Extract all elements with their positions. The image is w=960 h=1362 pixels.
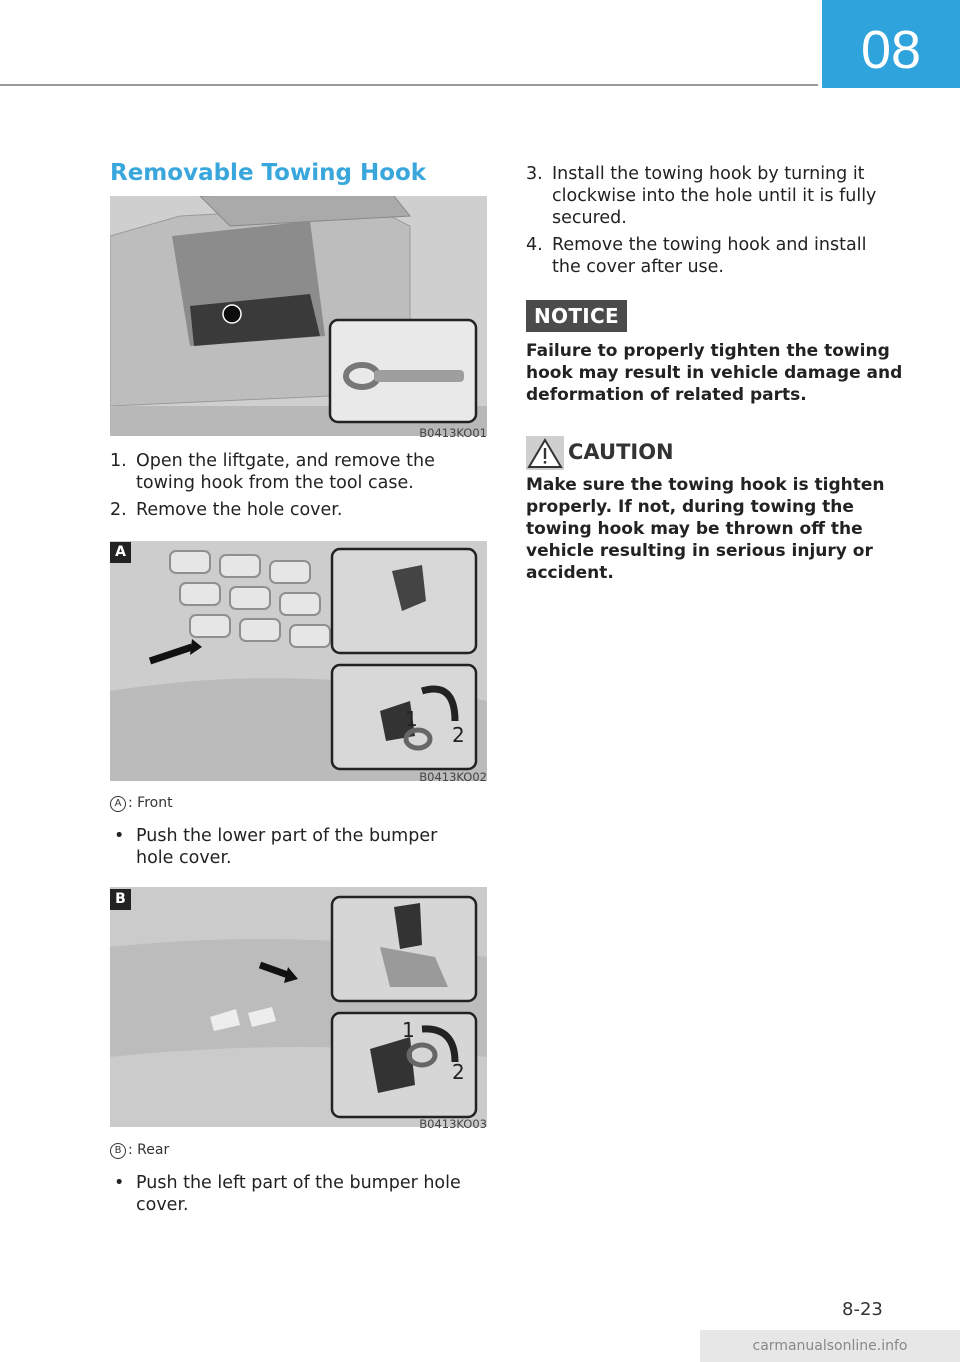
notice-text: Failure to properly tighten the towing h… [526, 341, 903, 405]
bullet-dot: • [114, 1173, 125, 1193]
step-text: Remove the hole cover. [136, 500, 343, 520]
bullet-text: Push the lower part of the bumper hole c… [136, 826, 438, 868]
step-number: 2. [110, 500, 127, 520]
chapter-tab: 08 [822, 0, 960, 88]
warning-triangle-icon [526, 436, 564, 470]
callout-2: 2 [452, 1060, 465, 1084]
notice-tag: NOTICE [526, 300, 627, 332]
step-text: Install the towing hook by turning it cl… [552, 164, 877, 228]
page-number: 8-23 [842, 1299, 883, 1320]
figure-liftgate [110, 196, 487, 436]
step-3: 3. Install the towing hook by turning it… [526, 163, 898, 229]
step-text: Open the liftgate, and remove the towing… [136, 451, 435, 493]
callout-2: 2 [452, 723, 465, 747]
bullet-text: Push the left part of the bumper hole co… [136, 1173, 461, 1215]
step-number: 1. [110, 451, 127, 471]
front-bullet: • Push the lower part of the bumper hole… [110, 825, 470, 869]
step-1: 1. Open the liftgate, and remove the tow… [110, 450, 470, 494]
step-number: 3. [526, 164, 543, 184]
callout-1: 1 [402, 1018, 415, 1042]
rear-bullet: • Push the left part of the bumper hole … [110, 1172, 482, 1216]
step-2: 2. Remove the hole cover. [110, 499, 470, 521]
header-rule [0, 84, 818, 86]
step-number: 4. [526, 235, 543, 255]
rear-bumper-illustration: 1 2 [110, 887, 487, 1127]
callout-1: 1 [405, 707, 418, 731]
marker-b: B [110, 1143, 126, 1159]
figure-tag-a: A [110, 542, 131, 563]
figure-front-bumper: 1 2 [110, 541, 487, 781]
step-4: 4. Remove the towing hook and install th… [526, 234, 898, 278]
figure-code: B0413KO03 [419, 1117, 487, 1131]
step-text: Remove the towing hook and install the c… [552, 235, 867, 277]
figure-tag-b: B [110, 889, 131, 910]
front-label: A: Front [110, 795, 173, 812]
section-title: Removable Towing Hook [110, 160, 427, 186]
figure-code: B0413KO01 [419, 426, 487, 440]
bullet-dot: • [114, 826, 125, 846]
figure-code: B0413KO02 [419, 770, 487, 784]
caution-text: Make sure the towing hook is tighten pro… [526, 475, 885, 583]
front-bumper-illustration: 1 2 [110, 541, 487, 781]
rear-label: B: Rear [110, 1142, 169, 1159]
liftgate-illustration [110, 196, 487, 436]
figure-rear-bumper: 1 2 [110, 887, 487, 1127]
marker-a: A [110, 796, 126, 812]
caution-title: CAUTION [568, 440, 674, 464]
watermark[interactable]: carmanualsonline.info [700, 1330, 960, 1362]
